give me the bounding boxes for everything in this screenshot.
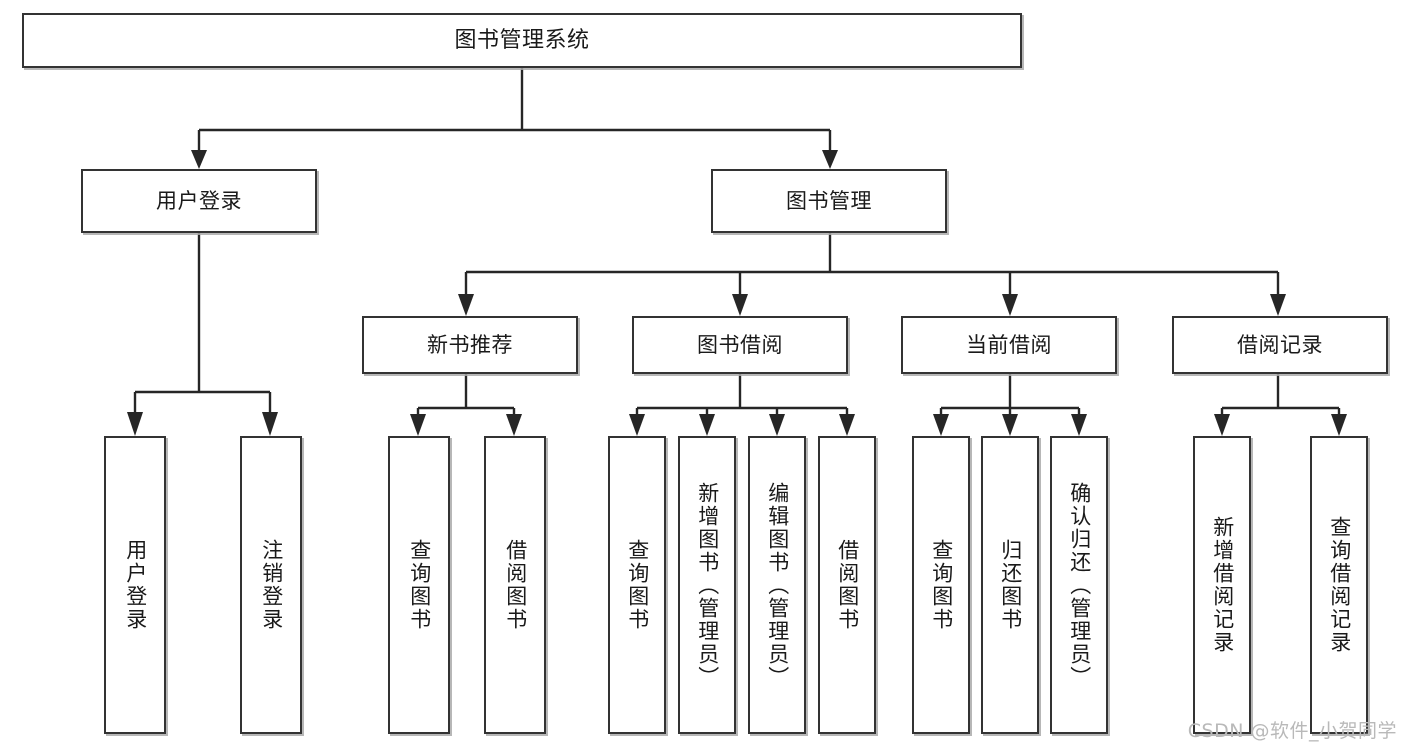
leaf-book-borrow-edit[interactable]: 编辑图书（管理员）	[748, 436, 806, 734]
node-label: 借阅图书	[503, 539, 528, 631]
node-label: 当前借阅	[966, 332, 1052, 357]
node-label: 新增借阅记录	[1210, 516, 1235, 654]
node-current-borrow[interactable]: 当前借阅	[901, 316, 1117, 374]
arrow-bookborrow-leaf-3	[769, 414, 785, 436]
leaf-book-borrow-query[interactable]: 查询图书	[608, 436, 666, 734]
arrow-currentborrow-leaf-3	[1071, 414, 1087, 436]
leaf-new-book-query[interactable]: 查询图书	[388, 436, 450, 734]
watermark-text: CSDN @软件_小贺同学	[1187, 720, 1397, 742]
node-book-management[interactable]: 图书管理	[711, 169, 947, 233]
leaf-new-book-borrow[interactable]: 借阅图书	[484, 436, 546, 734]
node-label: 注销登录	[259, 539, 284, 631]
node-label: 用户登录	[123, 539, 148, 631]
leaf-user-login-logout[interactable]: 注销登录	[240, 436, 302, 734]
arrow-to-bookmgmt	[822, 150, 838, 169]
arrow-userlogin-leaf-1	[127, 412, 143, 436]
arrow-borrowrecord-leaf-2	[1331, 414, 1347, 436]
leaf-current-borrow-confirm-return[interactable]: 确认归还（管理员）	[1050, 436, 1108, 734]
leaf-current-borrow-return[interactable]: 归还图书	[981, 436, 1039, 734]
leaf-borrow-record-query[interactable]: 查询借阅记录	[1310, 436, 1368, 734]
node-borrow-record[interactable]: 借阅记录	[1172, 316, 1388, 374]
node-label: 查询图书	[929, 539, 954, 631]
arrow-to-borrowrecord	[1270, 294, 1286, 316]
arrow-newbook-leaf-1	[410, 414, 426, 436]
node-label: 查询图书	[407, 539, 432, 631]
node-label: 用户登录	[156, 188, 242, 213]
leaf-book-borrow-borrow[interactable]: 借阅图书	[818, 436, 876, 734]
arrow-currentborrow-leaf-1	[933, 414, 949, 436]
leaf-current-borrow-query[interactable]: 查询图书	[912, 436, 970, 734]
arrow-bookborrow-leaf-1	[629, 414, 645, 436]
node-label: 图书管理	[786, 188, 872, 213]
node-label: 查询借阅记录	[1327, 516, 1352, 654]
node-label: 图书管理系统	[454, 27, 590, 53]
arrow-to-bookborrow	[732, 294, 748, 316]
arrow-bookborrow-leaf-4	[839, 414, 855, 436]
node-label: 新书推荐	[427, 332, 513, 357]
node-label: 新增图书（管理员）	[695, 481, 720, 689]
leaf-user-login-login[interactable]: 用户登录	[104, 436, 166, 734]
arrow-newbook-leaf-2	[506, 414, 522, 436]
node-label: 归还图书	[998, 539, 1023, 631]
arrow-to-currentborrow	[1002, 294, 1018, 316]
node-user-login[interactable]: 用户登录	[81, 169, 317, 233]
arrow-currentborrow-leaf-2	[1002, 414, 1018, 436]
arrow-to-newbook	[458, 294, 474, 316]
node-label: 查询图书	[625, 539, 650, 631]
node-book-borrow[interactable]: 图书借阅	[632, 316, 848, 374]
leaf-borrow-record-add[interactable]: 新增借阅记录	[1193, 436, 1251, 734]
node-label: 借阅图书	[835, 539, 860, 631]
node-label: 编辑图书（管理员）	[765, 481, 790, 689]
arrow-bookborrow-leaf-2	[699, 414, 715, 436]
arrow-borrowrecord-leaf-1	[1214, 414, 1230, 436]
node-new-book-recommend[interactable]: 新书推荐	[362, 316, 578, 374]
leaf-book-borrow-add[interactable]: 新增图书（管理员）	[678, 436, 736, 734]
node-label: 借阅记录	[1237, 332, 1323, 357]
node-label: 确认归还（管理员）	[1067, 481, 1092, 689]
arrow-userlogin-leaf-2	[262, 412, 278, 436]
arrow-to-userlogin	[191, 150, 207, 169]
node-label: 图书借阅	[697, 332, 783, 357]
node-root-book-management-system[interactable]: 图书管理系统	[22, 13, 1022, 68]
